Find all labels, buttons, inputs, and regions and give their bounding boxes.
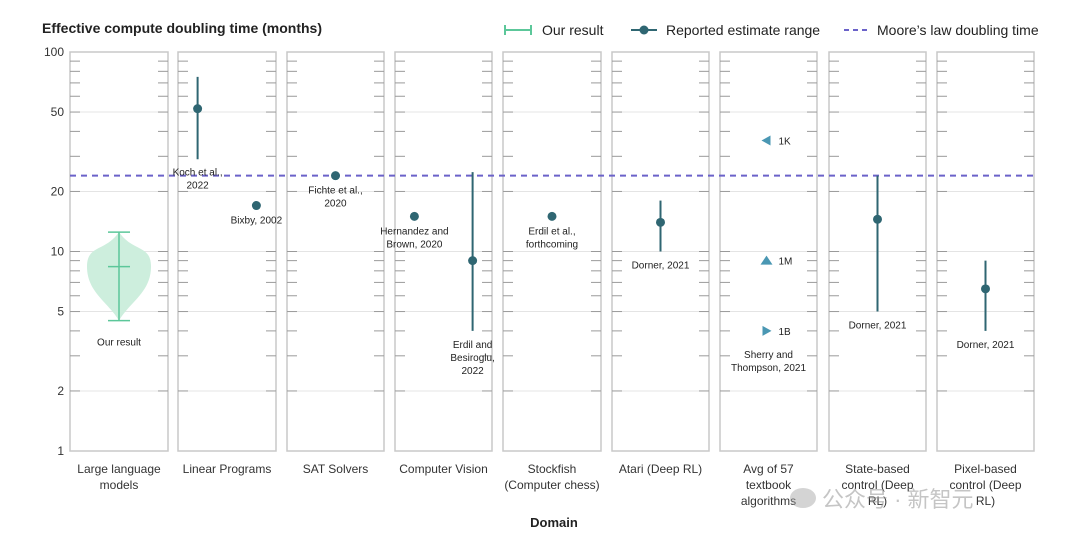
- moore-legend-icon: [844, 29, 868, 31]
- estimate-point: [873, 214, 882, 224]
- x-tick-label: control (Deep: [841, 478, 913, 492]
- x-tick-label: Computer Vision: [399, 462, 488, 476]
- x-tick-label: Large language: [77, 462, 161, 476]
- estimate-point: [547, 211, 557, 221]
- estimate-point: [468, 256, 478, 266]
- y-tick-label: 2: [57, 384, 64, 398]
- textbook-marker: [762, 325, 772, 336]
- x-tick-label: RL): [868, 494, 887, 508]
- estimate-label: Besiroglu,: [450, 353, 494, 364]
- estimate-label: Fichte et al.,: [308, 186, 362, 197]
- estimate-label: forthcoming: [526, 239, 578, 250]
- textbook-marker: [760, 255, 773, 265]
- watermark-text: 公众号 · 新智元: [822, 487, 974, 512]
- legend-label: Moore’s law doubling time: [877, 22, 1039, 38]
- x-tick-label: Atari (Deep RL): [619, 462, 702, 476]
- y-tick-label: 20: [51, 184, 65, 198]
- estimate-label: Koch et al.,: [173, 167, 223, 178]
- estimate-point: [409, 211, 419, 221]
- textbook-source-label: Sherry and: [744, 350, 793, 361]
- y-tick-label: 1: [57, 444, 64, 458]
- x-tick-label: control (Deep: [949, 478, 1021, 492]
- y-tick-label: 10: [51, 245, 65, 259]
- estimate-label: Erdil et al.,: [528, 226, 575, 237]
- estimate-label: Dorner, 2021: [632, 261, 690, 272]
- x-tick-label: textbook: [746, 478, 792, 492]
- estimate-label: Bixby, 2002: [231, 216, 283, 227]
- textbook-marker-label: 1M: [779, 257, 793, 268]
- estimate-label: Brown, 2020: [386, 239, 443, 250]
- estimate-point: [656, 217, 665, 227]
- wechat-icon: [790, 488, 816, 508]
- x-tick-label: SAT Solvers: [303, 462, 369, 476]
- estimate-point: [981, 284, 990, 294]
- estimate-point: [193, 104, 203, 114]
- x-axis-label: Domain: [530, 515, 578, 530]
- estimate-label: 2022: [186, 180, 209, 191]
- x-tick-label: Pixel-based: [954, 462, 1017, 476]
- legend-label: Reported estimate range: [666, 22, 821, 38]
- estimate-label: Dorner, 2021: [957, 340, 1015, 351]
- estimate-legend-icon: [631, 25, 657, 35]
- x-tick-label: Stockfish: [528, 462, 577, 476]
- our-result-legend-icon: [504, 25, 532, 35]
- watermark: 公众号 · 新智元: [790, 482, 974, 514]
- estimate-label: Dorner, 2021: [849, 321, 907, 332]
- y-tick-label: 5: [57, 305, 64, 319]
- estimate-label: 2020: [324, 199, 347, 210]
- legend-moore: Moore’s law doubling time: [843, 22, 1039, 38]
- x-tick-label: (Computer chess): [504, 478, 599, 492]
- textbook-marker: [761, 135, 771, 146]
- textbook-marker-label: 1B: [779, 327, 792, 338]
- x-tick-label: algorithms: [741, 494, 796, 508]
- textbook-source-label: Thompson, 2021: [731, 363, 806, 374]
- textbook-marker-label: 1K: [779, 137, 792, 148]
- chart-title: Effective compute doubling time (months): [42, 20, 323, 36]
- x-tick-label: State-based: [845, 462, 910, 476]
- legend-estimate: Reported estimate range: [630, 22, 820, 38]
- estimate-label: Erdil and: [453, 340, 492, 351]
- y-tick-label: 50: [51, 105, 65, 119]
- x-tick-label: Avg of 57: [743, 462, 794, 476]
- our-result-label: Our result: [97, 338, 141, 349]
- legend-label: Our result: [542, 22, 604, 38]
- x-tick-label: models: [100, 478, 139, 492]
- x-tick-label: Linear Programs: [183, 462, 272, 476]
- estimate-point: [251, 201, 261, 211]
- x-tick-label: RL): [976, 494, 995, 508]
- legend-our-result: Our result: [502, 22, 603, 38]
- estimate-point: [331, 171, 340, 181]
- y-tick-label: 100: [44, 45, 64, 59]
- estimate-label: Hernandez and: [380, 226, 448, 237]
- estimate-label: 2022: [461, 366, 484, 377]
